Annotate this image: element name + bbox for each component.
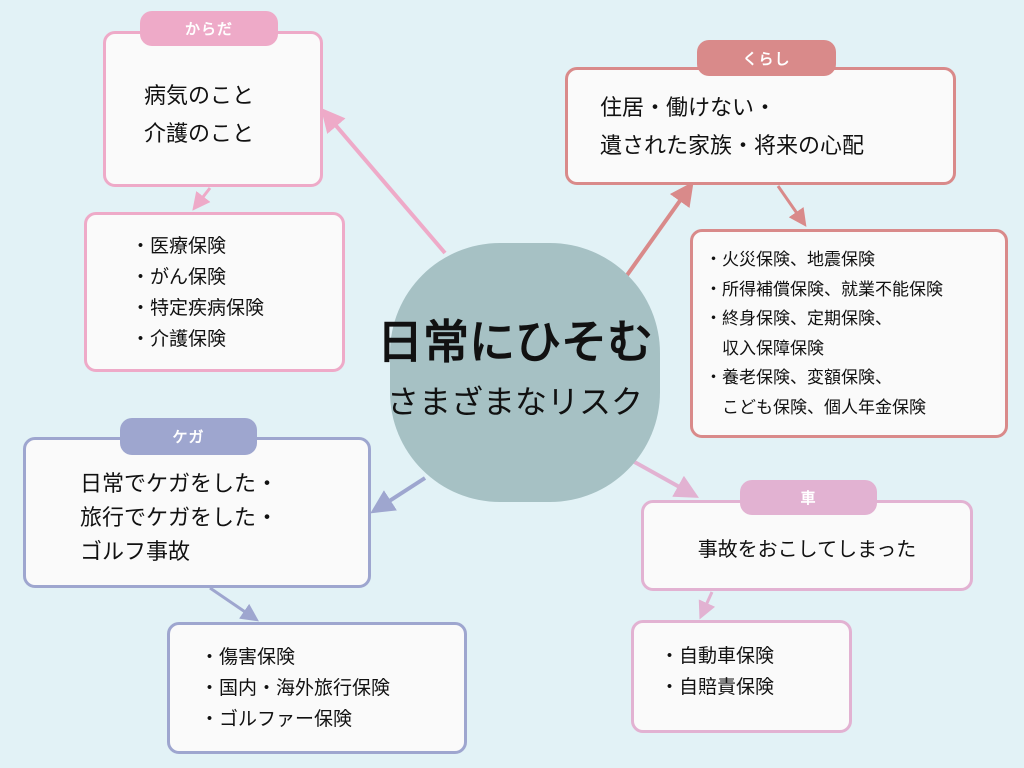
- kega-list: ・傷害保険 ・国内・海外旅行保険 ・ゴルファー保険: [167, 622, 467, 754]
- center-title-line2: さまざまなリスク: [386, 383, 643, 421]
- arrow-to-kurashi: [618, 181, 694, 287]
- kurashi-list: ・火災保険、地震保険 ・所得補償保険、就業不能保険 ・終身保険、定期保険、 収入…: [690, 229, 1008, 438]
- kega-main-line: ゴルフ事故: [80, 540, 191, 565]
- center-title-line1: 日常にひそむ: [377, 315, 653, 369]
- kega-main-line: 旅行でケガをした・: [80, 506, 279, 531]
- list-item: ・がん保険: [131, 266, 227, 288]
- car-tag: 車: [740, 480, 877, 515]
- arrow-car-list: [698, 591, 716, 620]
- list-item: 収入保障保険: [705, 338, 824, 359]
- list-item: ・医療保険: [131, 235, 227, 257]
- list-item: ・自賠責保険: [660, 676, 775, 698]
- list-item: ・自動車保険: [660, 645, 775, 667]
- kurashi-main-line: 住居・働けない・: [600, 96, 777, 121]
- arrow-to-kega: [370, 476, 427, 514]
- arrow-to-karada: [320, 107, 447, 255]
- arrow-karada-list: [192, 187, 212, 211]
- list-item: ・終身保険、定期保険、: [705, 309, 892, 329]
- list-item: ・特定疾病保険: [131, 297, 265, 319]
- list-item: ・傷害保険: [200, 646, 296, 668]
- list-item: ・火災保険、地震保険: [705, 250, 875, 270]
- list-item: こども保険、個人年金保険: [705, 397, 926, 418]
- list-item: ・国内・海外旅行保険: [200, 677, 391, 699]
- karada-tag: からだ: [140, 11, 278, 46]
- list-item: ・所得補償保険、就業不能保険: [705, 279, 943, 300]
- car-main-line: 事故をおこしてしまった: [697, 537, 917, 561]
- kega-box: 日常でケガをした・ 旅行でケガをした・ ゴルフ事故: [23, 437, 371, 588]
- center-node: [390, 243, 660, 502]
- kurashi-tag: くらし: [697, 40, 836, 76]
- karada-main-line: 介護のこと: [144, 122, 255, 147]
- kurashi-box: 住居・働けない・ 遺された家族・将来の心配: [565, 67, 956, 185]
- arrow-kega-list: [209, 586, 259, 622]
- arrow-kurashi-list: [776, 185, 807, 227]
- center-title: 日常にひそむ さまざまなリスク: [340, 310, 690, 430]
- list-item: ・ゴルファー保険: [200, 708, 353, 730]
- karada-box: 病気のこと 介護のこと: [103, 31, 323, 187]
- kega-tag: ケガ: [120, 418, 257, 455]
- kurashi-main-line: 遺された家族・将来の心配: [600, 134, 865, 159]
- karada-main-line: 病気のこと: [144, 84, 255, 109]
- list-item: ・介護保険: [131, 328, 227, 350]
- car-box: 事故をおこしてしまった: [641, 500, 973, 591]
- list-item: ・養老保険、変額保険、: [705, 368, 892, 388]
- car-list: ・自動車保険 ・自賠責保険: [631, 620, 852, 733]
- karada-list: ・医療保険 ・がん保険 ・特定疾病保険 ・介護保険: [84, 212, 345, 372]
- kega-main-line: 日常でケガをした・: [80, 472, 279, 497]
